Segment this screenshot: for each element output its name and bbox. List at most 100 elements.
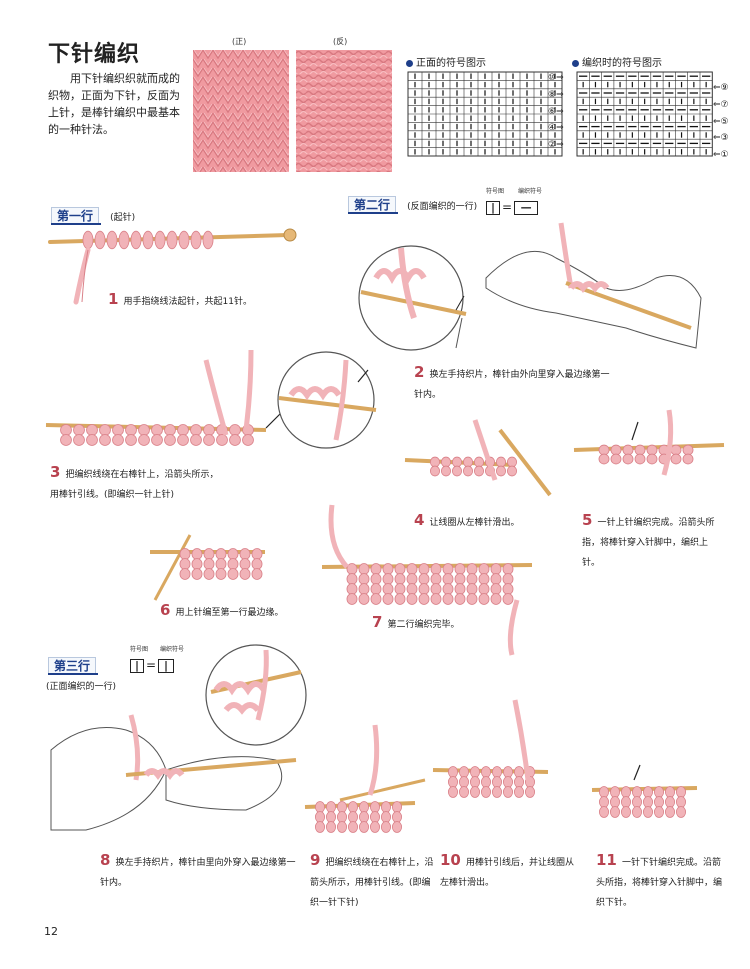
bullet-icon <box>406 59 413 67</box>
yarn-loop <box>490 573 502 585</box>
yarn-loop <box>447 766 459 778</box>
yarn-loop <box>203 568 215 580</box>
row3-header: 第三行 <box>48 655 97 675</box>
yarn-loop <box>440 456 452 468</box>
yarn-loop <box>469 776 481 788</box>
step-5: 5 一针上针编织完成。沿箭头所指，将棒针穿入针脚中，编织上针。 <box>582 511 715 568</box>
yarn-loop <box>430 573 442 585</box>
yarn-loop <box>86 424 98 436</box>
step-10: 10 用棒针引线后，并让线圈从左棒针滑出。 <box>440 851 574 888</box>
yarn-loop <box>406 583 418 595</box>
yarn-loop <box>490 593 502 605</box>
step7-illustration <box>321 504 533 656</box>
row1-note: (起针) <box>110 213 136 223</box>
yarn-loop <box>418 573 430 585</box>
yarn-loop <box>454 563 466 575</box>
yarn-loop <box>370 573 382 585</box>
yarn-loop <box>203 424 215 436</box>
yarn-loop <box>620 806 632 818</box>
yarn-loop <box>506 465 518 477</box>
yarn-loop <box>358 583 370 595</box>
yarn-loop <box>462 456 474 468</box>
step3-illustration <box>45 349 377 449</box>
yarn-loop <box>491 786 503 798</box>
row-marker-right: ⇐① <box>713 150 729 161</box>
yarn-loop <box>177 424 189 436</box>
yarn-loop <box>490 563 502 575</box>
row2-note: (反面编织的一行) <box>407 202 478 212</box>
yarn-loop <box>215 568 227 580</box>
left-markers: ⑩⇒⑧⇒⑥⇒④⇒②⇒ <box>548 70 572 154</box>
row2-symbol: |=— <box>486 196 539 215</box>
step5-illustration <box>573 409 725 476</box>
yarn-loop <box>370 593 382 605</box>
yarn-loop <box>179 568 191 580</box>
yarn-loop <box>112 434 124 446</box>
step-8: 8 换左手持织片，棒针由里向外穿入最边缘第一针内。 <box>100 851 296 888</box>
intro-text: 用下针编织织就而成的织物，正面为下针，反面为上针，是棒针编织中最基本的一种针法。 <box>48 72 180 136</box>
yarn-loop <box>664 786 676 798</box>
yarn-loop <box>82 230 94 250</box>
yarn-loop <box>609 796 621 808</box>
yarn-loop <box>118 230 130 250</box>
yarn-loop <box>191 558 203 570</box>
yarn-loop <box>370 563 382 575</box>
yarn-loop <box>203 548 215 560</box>
yarn-loop <box>73 434 85 446</box>
yarn-loop <box>620 796 632 808</box>
row-marker-left: ⑩⇒ <box>548 73 564 83</box>
yarn-loop <box>502 593 514 605</box>
yarn-loop <box>454 593 466 605</box>
row2-header: 第二行 (反面编织的一行) <box>348 194 478 214</box>
yarn-loop <box>473 456 485 468</box>
yarn-loop <box>473 465 485 477</box>
yarn-loop <box>491 776 503 788</box>
yarn-loop <box>394 573 406 585</box>
yarn-loop <box>598 786 610 798</box>
yarn-loop <box>406 573 418 585</box>
yarn-loop <box>239 568 251 580</box>
row3-symbol: |=| <box>130 654 175 673</box>
yarn-loop <box>251 568 263 580</box>
yarn-loop <box>429 465 441 477</box>
yarn-loop <box>622 444 634 456</box>
yarn-loop <box>502 573 514 585</box>
yarn-loop <box>154 230 166 250</box>
yarn-loop <box>675 806 687 818</box>
yarn-loop <box>430 583 442 595</box>
yarn-loop <box>454 583 466 595</box>
step-4: 4 让线圈从左棒针滑出。 <box>414 511 520 529</box>
swatch-back-label: (反) <box>333 37 348 46</box>
yarn-loop <box>336 821 348 833</box>
right-markers: ⇐⑨⇐⑦⇐⑤⇐③⇐① <box>713 80 743 164</box>
yarn-loop <box>138 434 150 446</box>
yarn-loop <box>506 456 518 468</box>
yarn-loop <box>112 424 124 436</box>
yarn-loop <box>86 434 98 446</box>
yarn-loop <box>675 796 687 808</box>
yarn-loop <box>151 424 163 436</box>
row2-label: 第二行 <box>348 196 397 214</box>
yarn-loop <box>142 230 154 250</box>
yarn-loop <box>358 573 370 585</box>
yarn-loop <box>682 444 694 456</box>
row1-underline <box>51 223 101 225</box>
row-marker-left: ⑧⇒ <box>548 89 564 100</box>
yarn-loop <box>391 801 403 813</box>
yarn-loop <box>191 568 203 580</box>
row-marker-right: ⇐⑦ <box>713 99 729 110</box>
yarn-loop <box>631 786 643 798</box>
yarn-loop <box>469 766 481 778</box>
yarn-loop <box>203 558 215 570</box>
yarn-loop <box>418 583 430 595</box>
yarn-loop <box>495 456 507 468</box>
yarn-loop <box>480 766 492 778</box>
yarn-loop <box>227 568 239 580</box>
row-marker-right: ⇐⑤ <box>713 116 729 127</box>
yarn-loop <box>598 806 610 818</box>
yarn-loop <box>466 583 478 595</box>
yarn-loop <box>598 796 610 808</box>
step-9: 9 把编织线绕在右棒针上，沿箭头所示，用棒针引线。(即编织一针下针) <box>310 851 434 908</box>
yarn-loop <box>164 424 176 436</box>
yarn-loop <box>358 801 370 813</box>
